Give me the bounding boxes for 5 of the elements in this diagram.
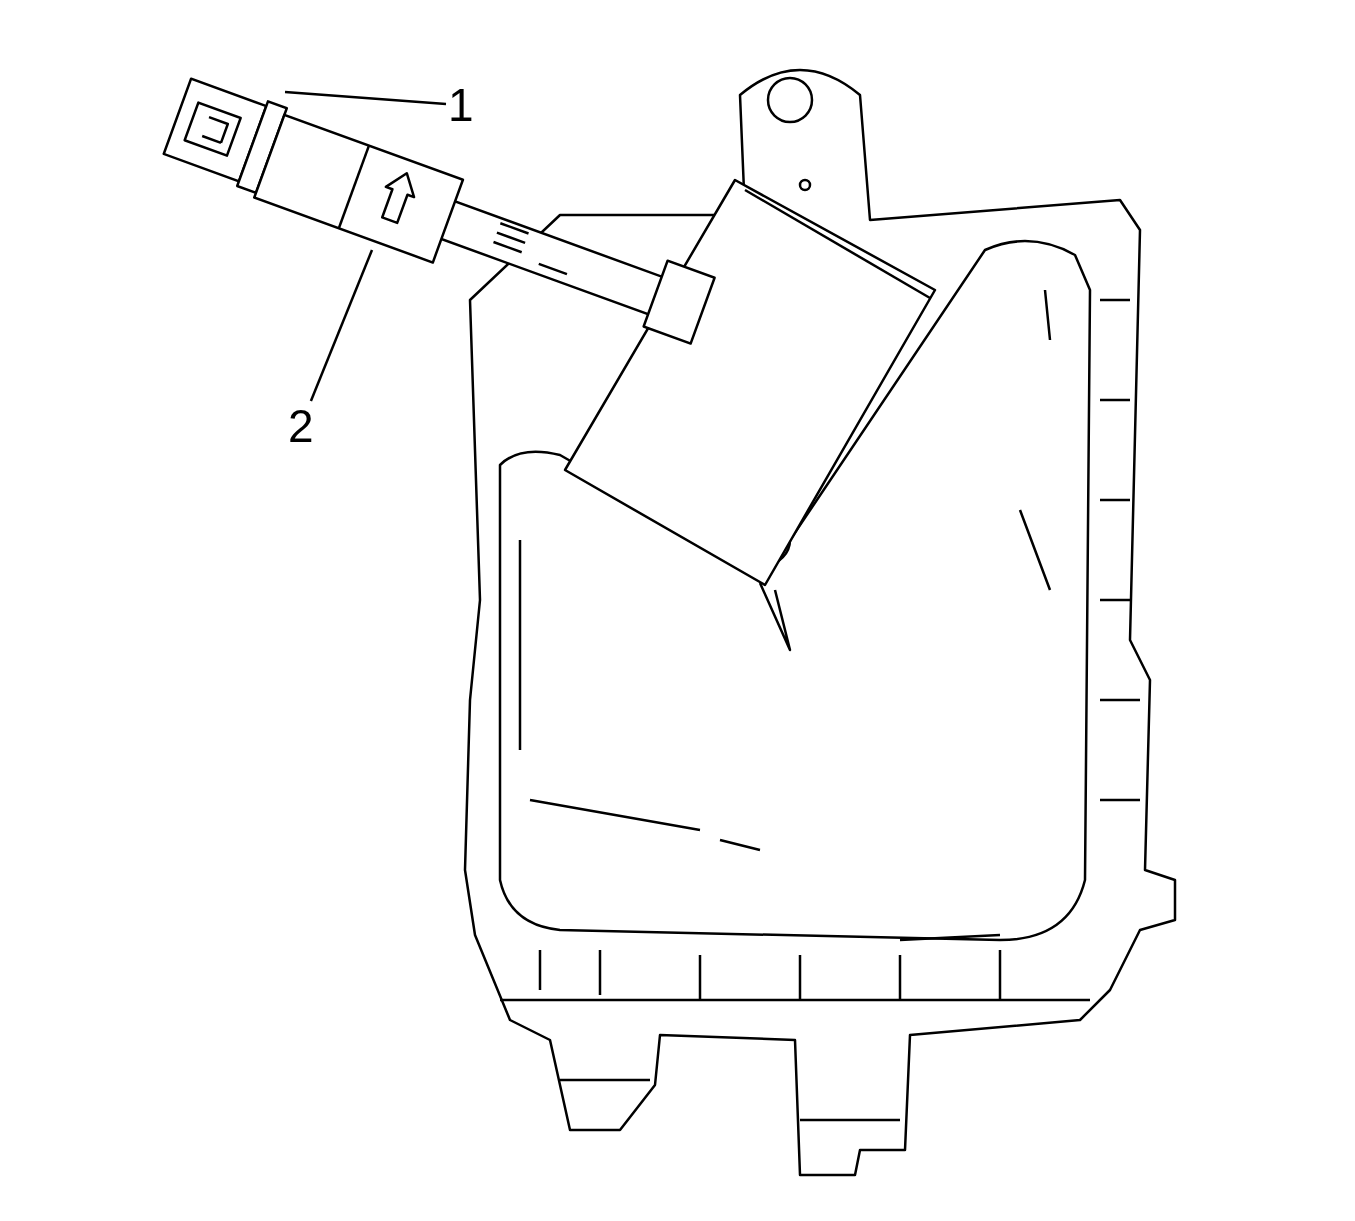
leader-line	[309, 249, 374, 402]
sensor-seal-ring	[235, 100, 288, 195]
callout-number: 2	[288, 403, 314, 449]
leader-line	[284, 90, 447, 106]
callout-number: 1	[448, 82, 474, 128]
